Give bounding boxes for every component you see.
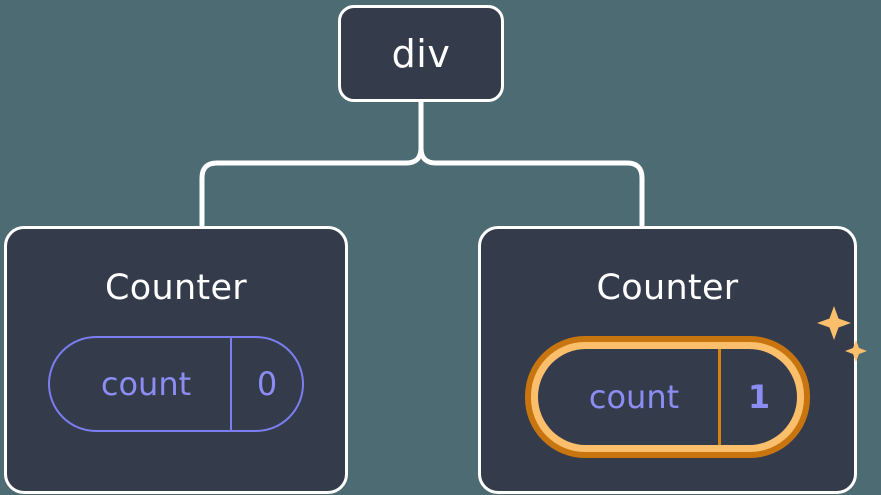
node-counter-left[interactable]: Counter count 0 — [4, 226, 348, 494]
state-pill-right-highlight-ring-inner: count 1 — [531, 342, 804, 452]
state-pill-right-wrap: count 1 — [525, 306, 867, 458]
connector-branch-left — [199, 133, 424, 230]
sparkle-large-icon — [817, 306, 851, 340]
node-counter-left-title: Counter — [105, 268, 247, 308]
state-pill-left[interactable]: count 0 — [48, 336, 304, 432]
state-pill-right[interactable]: count 1 — [538, 349, 797, 445]
node-counter-right-title: Counter — [596, 268, 739, 308]
node-counter-right[interactable]: Counter count 1 — [478, 226, 867, 494]
state-key-label: count — [100, 365, 192, 403]
state-pill-left-wrap: count 0 — [48, 336, 304, 432]
state-value-label: 1 — [718, 349, 797, 445]
state-pill-right-highlight-ring: count 1 — [525, 336, 810, 458]
node-div-label: div — [391, 31, 451, 76]
state-value-label: 0 — [230, 338, 302, 430]
connector-branch-right — [418, 133, 645, 229]
state-key-label: count — [588, 378, 680, 416]
node-div[interactable]: div — [338, 5, 504, 102]
